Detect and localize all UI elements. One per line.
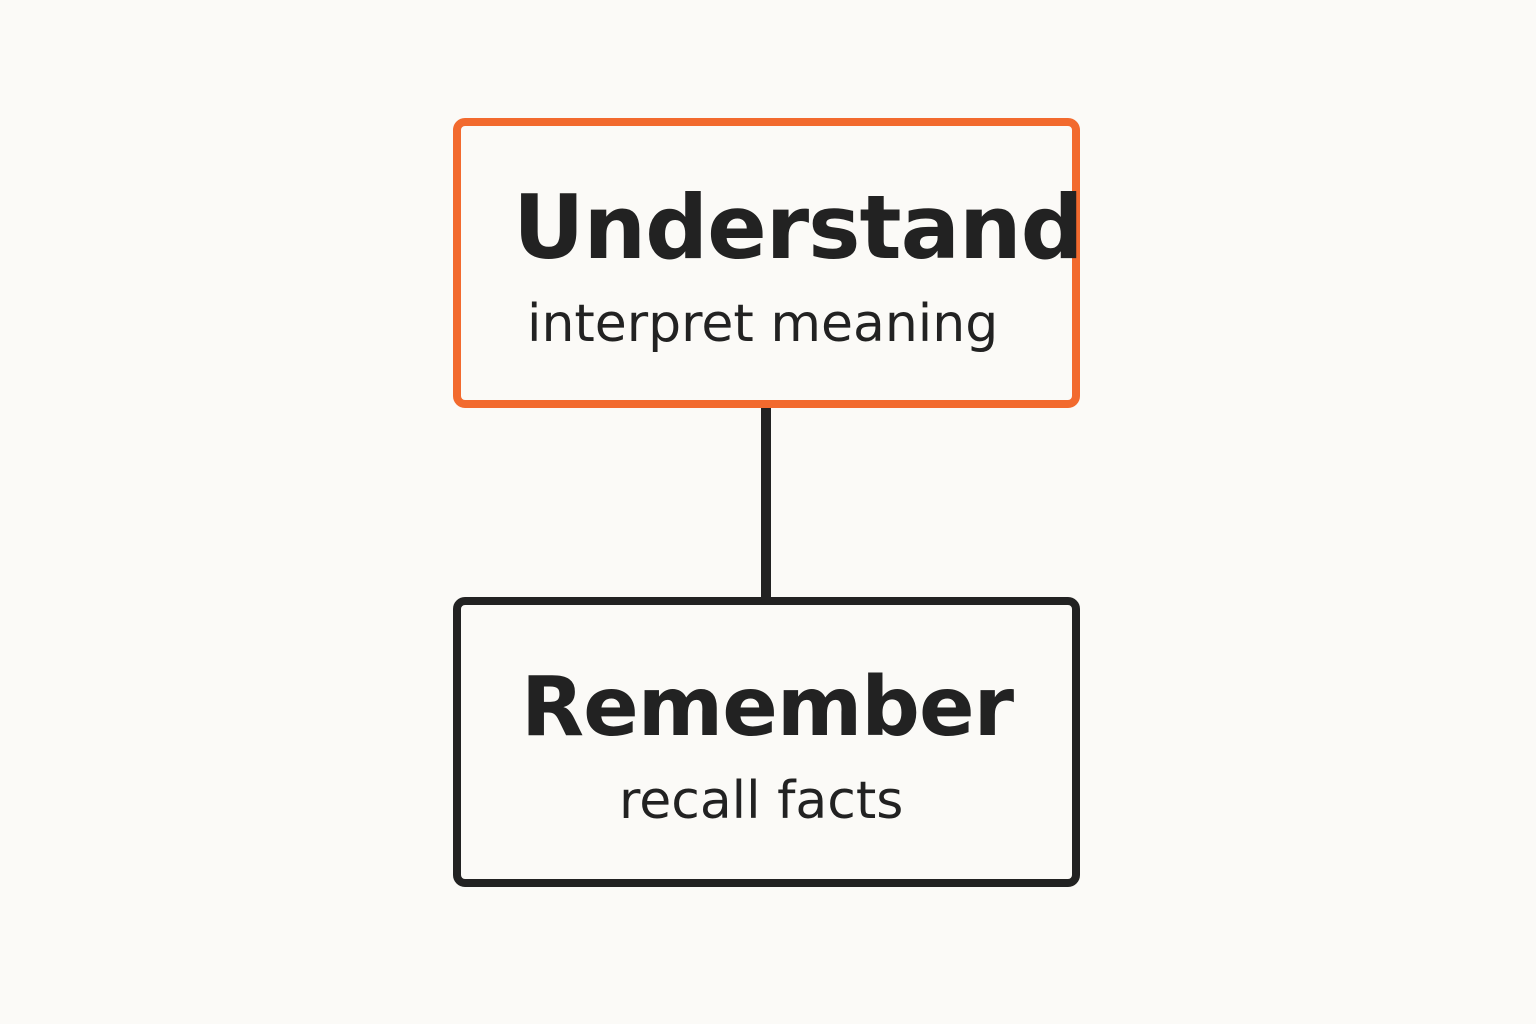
remember-subtitle: recall facts — [619, 771, 904, 831]
remember-title: Remember — [521, 660, 1014, 755]
understand-subtitle: interpret meaning — [527, 294, 999, 354]
remember-node: Remember recall facts — [453, 597, 1080, 887]
understand-node: Understand interpret meaning — [453, 118, 1084, 408]
connector-line — [761, 404, 771, 601]
understand-title: Understand — [513, 176, 1084, 279]
